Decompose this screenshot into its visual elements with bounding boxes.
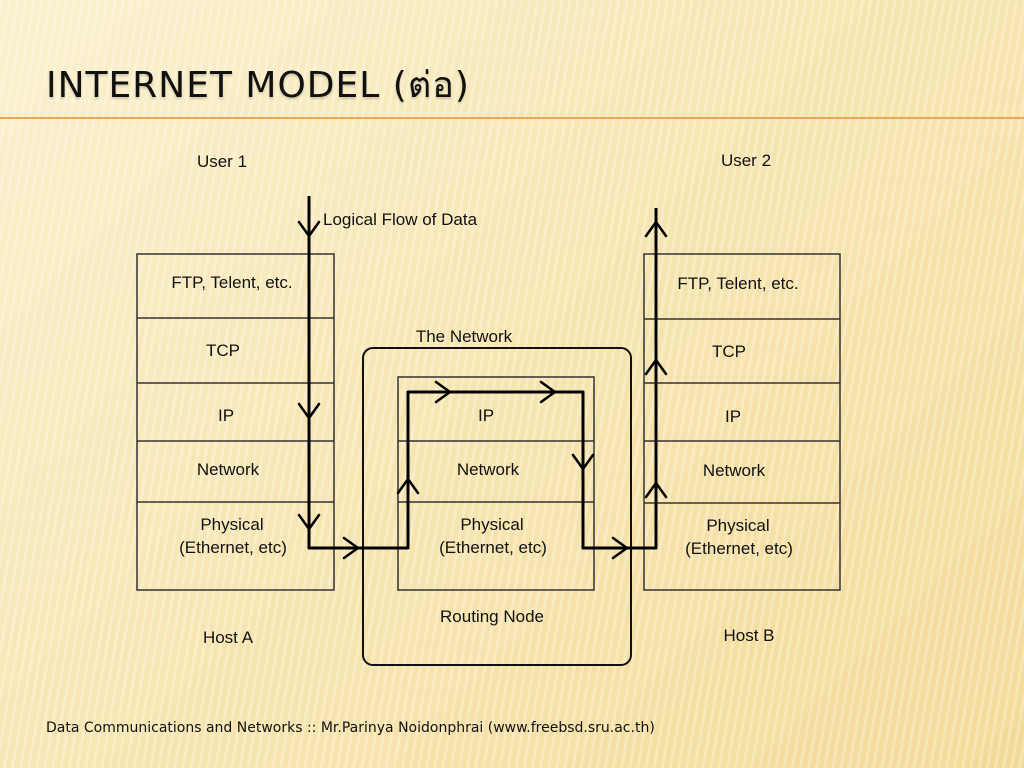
routing-node-frame	[397, 376, 595, 591]
arrow-right-icon	[342, 536, 360, 560]
host-a-label: Host A	[203, 628, 254, 647]
network-label: The Network	[416, 327, 513, 346]
routing-network-layer: Network	[457, 460, 520, 479]
host-b-app-layer: FTP, Telent, etc.	[677, 274, 798, 293]
routing-node-label: Routing Node	[440, 607, 544, 626]
host-a-app-layer: FTP, Telent, etc.	[171, 273, 292, 292]
arrow-up-icon	[396, 477, 420, 495]
user1-label: User 1	[197, 152, 247, 171]
host-a-stack: FTP, Telent, etc. TCP IP Network Physica…	[136, 253, 335, 591]
routing-physical-sublabel: (Ethernet, etc)	[439, 538, 547, 557]
arrow-up-icon	[644, 358, 668, 376]
arrow-up-icon	[644, 481, 668, 499]
routing-physical-layer: Physical	[460, 515, 523, 534]
routing-ip-layer: IP	[478, 406, 494, 425]
arrow-up-icon	[644, 220, 668, 238]
arrow-down-icon	[297, 513, 321, 531]
slide-title: Internet Model (ต่อ)	[46, 65, 470, 106]
host-a-ip-layer: IP	[218, 406, 234, 425]
arrow-down-icon	[297, 402, 321, 420]
host-b-stack: FTP, Telent, etc. TCP IP Network Physica…	[643, 253, 841, 591]
host-b-physical-sublabel: (Ethernet, etc)	[685, 539, 793, 558]
arrow-right-icon	[539, 380, 557, 404]
host-b-ip-layer: IP	[725, 407, 741, 426]
arrow-down-icon	[297, 220, 321, 238]
host-a-frame	[136, 253, 335, 591]
title-divider	[0, 117, 1024, 119]
routing-node-stack: IP Network Physical (Ethernet, etc)	[397, 376, 595, 591]
data-flow-path	[307, 196, 658, 550]
host-b-tcp-layer: TCP	[712, 342, 746, 361]
host-b-physical-layer: Physical	[706, 516, 769, 535]
host-a-network-layer: Network	[197, 460, 260, 479]
logical-flow-label: Logical Flow of Data	[323, 210, 478, 229]
host-a-physical-layer: Physical	[200, 515, 263, 534]
slide-footer: Data Communications and Networks :: Mr.P…	[46, 720, 655, 736]
host-a-tcp-layer: TCP	[206, 341, 240, 360]
host-a-physical-sublabel: (Ethernet, etc)	[179, 538, 287, 557]
arrow-right-icon	[611, 536, 629, 560]
host-b-frame	[643, 253, 841, 591]
network-enclosure	[362, 347, 632, 666]
host-b-label: Host B	[723, 626, 774, 645]
arrow-down-icon	[571, 453, 595, 471]
arrow-right-icon	[434, 380, 452, 404]
user2-label: User 2	[721, 151, 771, 170]
host-b-network-layer: Network	[703, 461, 766, 480]
